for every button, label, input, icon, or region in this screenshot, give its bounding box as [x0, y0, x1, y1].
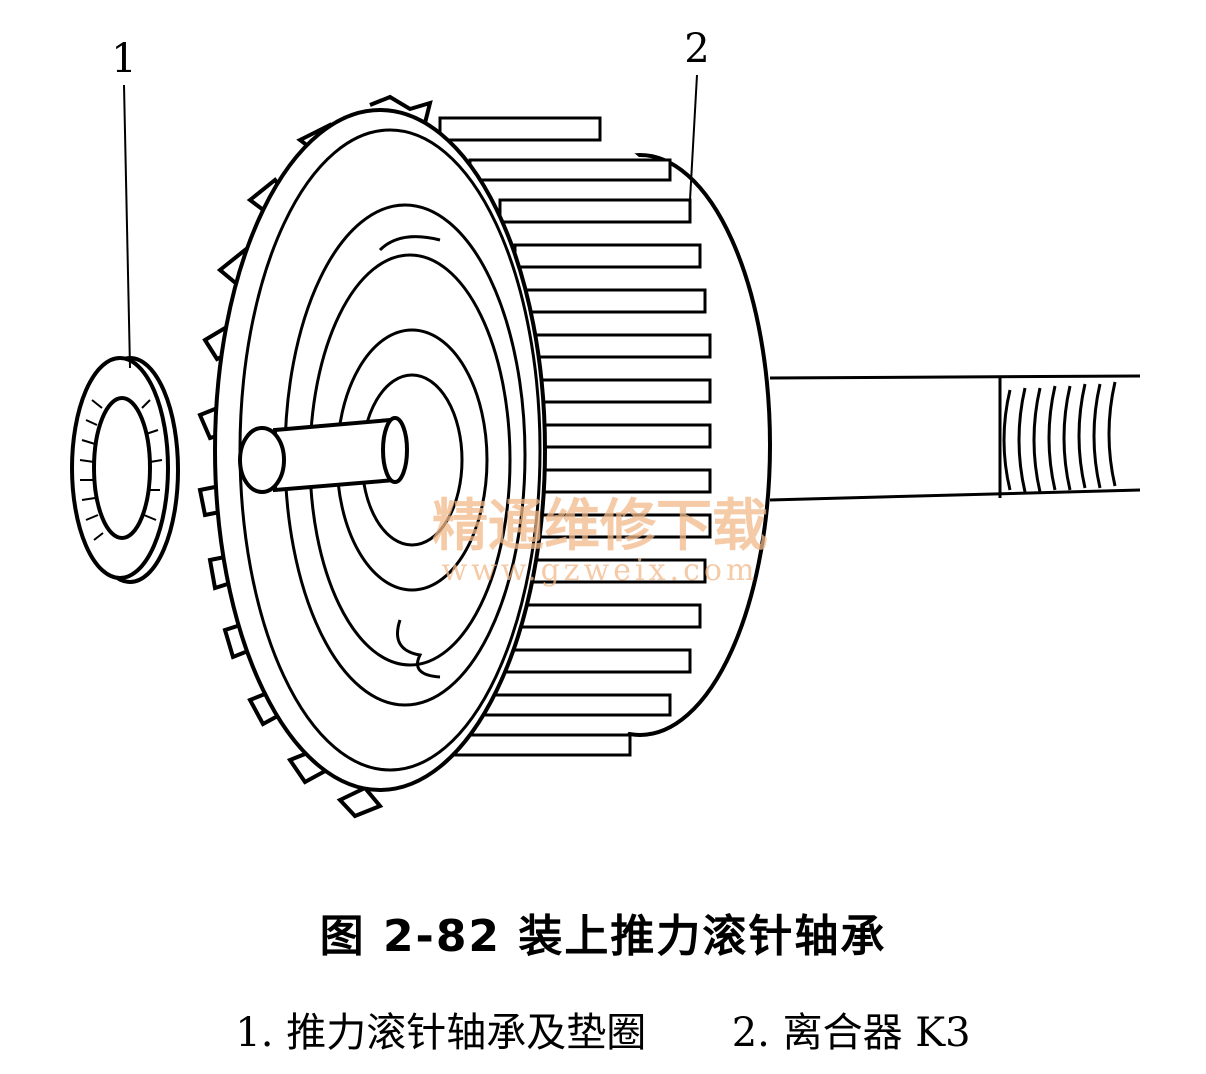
output-shaft — [769, 374, 1141, 502]
clutch-teeth — [438, 116, 712, 757]
figure-title: 图 2-82 装上推力滚针轴承 — [319, 911, 887, 962]
thrust-needle-bearing — [70, 356, 180, 584]
callout-1-leader — [123, 84, 131, 369]
legend-item-1-number: 1. — [235, 1010, 274, 1056]
figure-legend: 1. 推力滚针轴承及垫圈 2. 离合器 K3 — [0, 1000, 1206, 1058]
watermark-line2: www.gzweix.com — [442, 553, 759, 588]
callout-2-leader — [689, 74, 698, 201]
callout-2-label: 2 — [684, 26, 709, 72]
input-shaft-stub — [238, 416, 409, 494]
watermark: 精通维修下载 www.gzweix.com — [432, 493, 768, 588]
legend-item-2-text: 离合器 K3 — [782, 1010, 971, 1056]
shaft-splines — [1002, 381, 1117, 493]
callout-1-label: 1 — [111, 36, 136, 82]
watermark-line1: 精通维修下载 — [432, 493, 768, 559]
legend-item-2-number: 2. — [731, 1010, 770, 1056]
legend-item-1-text: 推力滚针轴承及垫圈 — [286, 1010, 647, 1056]
callout-leaders — [123, 74, 698, 369]
